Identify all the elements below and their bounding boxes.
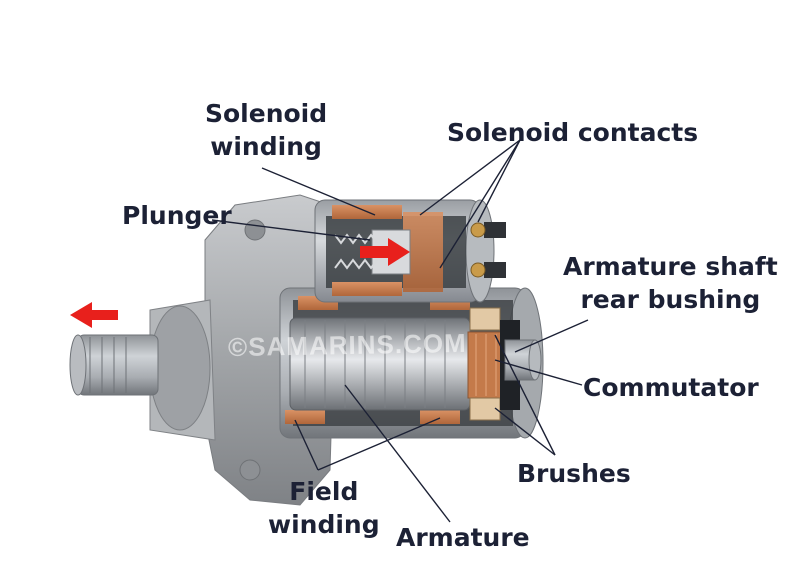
label-armature: Armature [396, 523, 530, 552]
label-field-winding-line2: winding [268, 510, 380, 539]
pointer-armature [344, 384, 451, 523]
plunger-spring [334, 233, 378, 270]
solenoid [314, 199, 506, 303]
pointer-field-winding-2 [317, 417, 441, 471]
label-solenoid-winding-line1: Solenoid [205, 99, 328, 128]
pointer-field-winding-1 [294, 419, 319, 471]
pinion-direction-arrow [70, 302, 118, 328]
label-field-winding-line1: Field [289, 477, 359, 506]
plunger-direction-arrow [360, 238, 410, 266]
pointer-contacts-1 [419, 139, 521, 216]
armature-core [289, 317, 471, 411]
pointer-solenoid-winding [261, 167, 376, 216]
pointer-plunger-line [211, 219, 371, 241]
label-field-winding: Field winding [268, 475, 380, 541]
label-plunger: Plunger [122, 201, 232, 230]
pointer-contacts-2 [477, 139, 521, 223]
label-commutator: Commutator [583, 373, 759, 402]
label-armature-shaft-rear-bushing: Armature shaft rear bushing [563, 250, 778, 316]
label-solenoid-winding-line2: winding [210, 132, 322, 161]
pointer-rear-bushing [514, 319, 589, 353]
pinion-gear [69, 334, 159, 396]
label-armature-shaft-line2: rear bushing [580, 285, 761, 314]
label-brushes: Brushes [517, 459, 631, 488]
pointer-brushes-2 [494, 407, 556, 456]
label-armature-shaft-line1: Armature shaft [563, 252, 778, 281]
label-solenoid-winding: Solenoid winding [205, 97, 327, 163]
label-solenoid-contacts: Solenoid contacts [447, 118, 699, 147]
pointer-contacts-3 [439, 139, 521, 269]
commutator-assembly [467, 307, 542, 421]
pointer-brushes-1 [494, 334, 556, 456]
watermark: ©SAMARINS.COM [227, 327, 467, 363]
